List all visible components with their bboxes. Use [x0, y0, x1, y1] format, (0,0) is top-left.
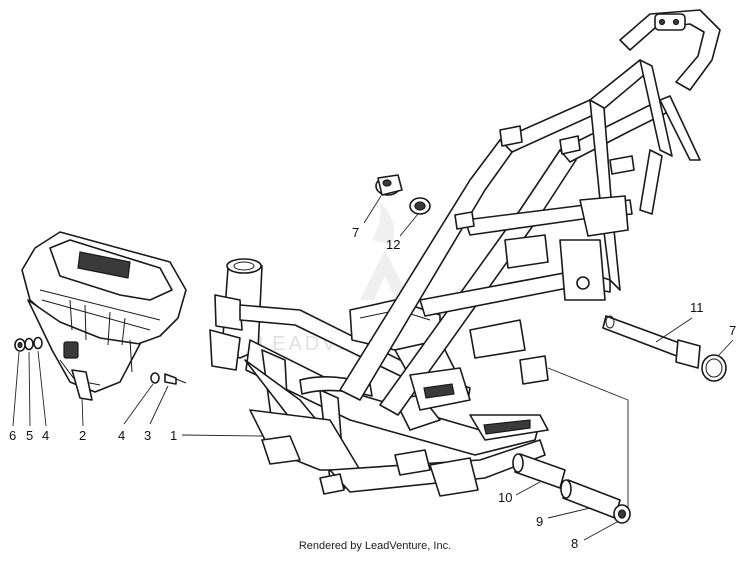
callout-1: 1 [170, 428, 177, 443]
callout-9: 9 [536, 514, 543, 529]
callout-5: 5 [26, 428, 33, 443]
spacer-9[interactable] [560, 479, 621, 519]
long-bolt-11[interactable] [602, 315, 701, 369]
callout-3: 3 [144, 428, 151, 443]
rubber-cap-right[interactable] [701, 354, 727, 382]
callout-12: 12 [386, 237, 400, 252]
callout-6: 6 [9, 428, 16, 443]
front-bracket-part[interactable] [21, 231, 187, 401]
callout-2: 2 [79, 428, 86, 443]
washer-nut-set[interactable] [14, 336, 43, 352]
watermark-logo [360, 200, 410, 300]
leader-lines [12, 195, 734, 541]
callout-7: 7 [352, 225, 359, 240]
callout-7: 7 [729, 323, 736, 338]
callout-10: 10 [498, 490, 512, 505]
rubber-cap-top[interactable] [375, 174, 403, 196]
callout-4: 4 [42, 428, 49, 443]
main-frame-part[interactable] [209, 9, 721, 497]
callout-labels: 6 5 4 2 4 3 1 7 12 11 7 10 9 8 [9, 225, 736, 551]
callout-8: 8 [571, 536, 578, 551]
callout-11: 11 [690, 300, 704, 315]
washer-8[interactable] [613, 504, 631, 524]
rubber-bush-12[interactable] [409, 197, 431, 215]
spacer-10[interactable] [512, 453, 566, 489]
render-credit: Rendered by LeadVenture, Inc. [298, 540, 452, 552]
bolt-3-part[interactable] [150, 372, 187, 385]
callout-4: 4 [118, 428, 125, 443]
